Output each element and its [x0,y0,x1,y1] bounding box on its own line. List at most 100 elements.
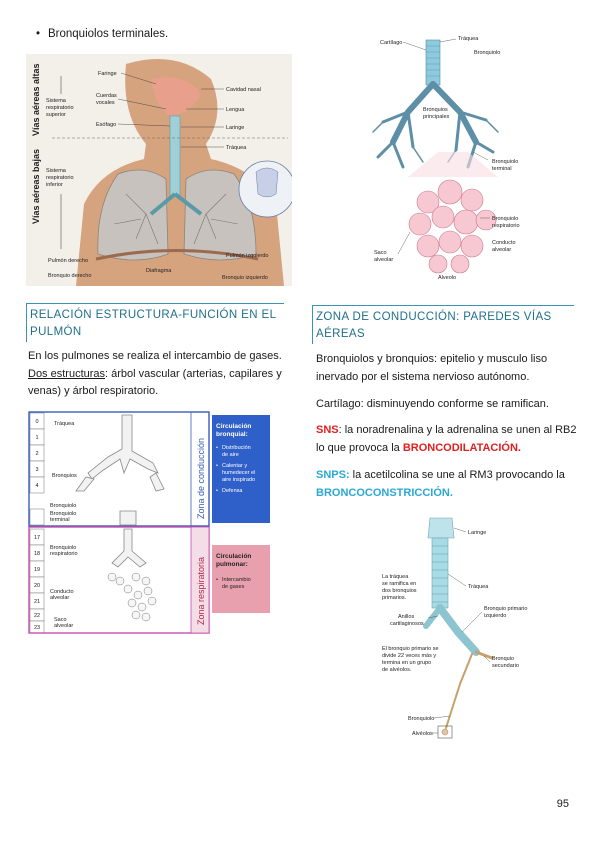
svg-text:Calentar y: Calentar y [222,463,247,469]
snps-paragraph: SNPS: la acetilcolina se une al RM3 prov… [316,469,565,499]
bronchial-tree-figure: Cartílago Tráquea Bronquiolo Bronquios p… [368,32,536,282]
svg-text:Faringe: Faringe [98,71,117,77]
level-number: 18 [34,551,40,557]
svg-text:Sistema: Sistema [46,98,67,104]
svg-text:•: • [216,463,218,469]
zona-respiratoria-label: Zona respiratoria [196,557,206,625]
level-number: 19 [34,567,40,573]
svg-text:Distribución: Distribución [222,445,251,451]
svg-text:respiratorio: respiratorio [492,223,520,229]
svg-text:respiratorio: respiratorio [46,175,74,181]
structure-paragraph: En los pulmones se realiza el intercambi… [28,350,282,398]
svg-text:Bronquio primario: Bronquio primario [484,606,527,612]
svg-text:Bronquiolo: Bronquiolo [474,50,500,56]
level-box [29,508,45,526]
bullet-item: Bronquiolos terminales. [36,28,168,40]
svg-text:Lengua: Lengua [226,107,245,113]
svg-text:pulmonar:: pulmonar: [216,561,248,568]
svg-text:Laringe: Laringe [226,125,244,131]
svg-text:Bronquiolo: Bronquiolo [50,511,76,517]
svg-text:•: • [216,488,218,494]
broncoconstriccion-term: BRONCOCONSTRICCIÓN. [316,486,453,499]
svg-text:Saco: Saco [374,250,387,256]
svg-text:bronquial:: bronquial: [216,431,248,438]
side-label-top: Vías aéreas altas [31,63,41,136]
svg-text:Esófago: Esófago [96,122,116,128]
svg-text:Bronquio derecho: Bronquio derecho [48,273,91,279]
sns-label: SNS [316,424,339,436]
svg-text:El bronquio primario se: El bronquio primario se [382,646,439,652]
svg-text:Bronquiolo: Bronquiolo [50,545,76,551]
svg-text:inferior: inferior [46,182,63,188]
svg-text:alveolar: alveolar [492,247,511,253]
svg-text:Pulmón izquierdo: Pulmón izquierdo [226,253,269,259]
svg-text:Saco: Saco [54,617,67,623]
svg-text:Laringe: Laringe [468,530,486,536]
svg-text:principales: principales [423,114,450,120]
section-heading-conduction-zone: ZONA DE CONDUCCIÓN: PAREDES VÍAS AÉREAS [312,305,574,344]
svg-text:alveolar: alveolar [50,595,69,601]
trachea-bronchi-figure: Laringe Tráquea La tráquea se ramifica e… [380,514,532,744]
svg-text:primarios.: primarios. [382,595,407,601]
side-label-bottom: Vías aéreas bajas [31,149,41,224]
level-number: 1 [35,435,38,441]
svg-text:izquierdo: izquierdo [484,613,506,619]
svg-text:Bronquio: Bronquio [492,656,514,662]
svg-text:de alvéolos.: de alvéolos. [382,667,412,673]
svg-text:cartilaginosos: cartilaginosos [390,621,424,627]
svg-text:•: • [216,445,218,451]
svg-text:divide 22 veces más y: divide 22 veces más y [382,653,436,659]
snps-label: SNPS: [316,469,350,481]
svg-text:Tráquea: Tráquea [226,145,247,151]
svg-text:Diafragma: Diafragma [146,268,172,274]
section-heading-structure-function: RELACIÓN ESTRUCTURA-FUNCIÓN EN EL PULMÓN [26,303,284,342]
svg-text:Tráquea: Tráquea [458,36,479,42]
svg-text:Pulmón derecho: Pulmón derecho [48,258,88,264]
svg-text:terminal: terminal [50,517,70,523]
svg-text:Alveolo: Alveolo [438,275,456,281]
svg-text:Bronquios: Bronquios [52,473,77,479]
svg-text:de gases: de gases [222,584,245,590]
svg-text:respiratorio: respiratorio [46,105,74,111]
sns-paragraph: SNS: la noradrenalina y la adrenalina se… [316,424,577,454]
svg-text:superior: superior [46,112,66,118]
svg-text:termina en un grupo: termina en un grupo [382,660,431,666]
page-number: 95 [556,798,569,810]
svg-text:Cavidad nasal: Cavidad nasal [226,87,261,93]
svg-text:alveolar: alveolar [374,257,393,263]
svg-text:Conducto: Conducto [492,240,516,246]
svg-text:La tráquea: La tráquea [382,574,409,580]
level-number: 17 [34,535,40,541]
svg-text:de aire: de aire [222,452,239,458]
level-number: 21 [34,599,40,605]
svg-text:dos bronquios: dos bronquios [382,588,417,594]
svg-text:secundario: secundario [492,663,519,669]
airway-walls-paragraph: Bronquiolos y bronquios: epitelio y musc… [316,353,548,383]
svg-text:Cuerdas: Cuerdas [96,93,117,99]
svg-text:aire inspirado: aire inspirado [222,477,255,483]
level-number: 22 [34,613,40,619]
svg-text:Bronquiolo: Bronquiolo [408,716,434,722]
level-number: 0 [35,419,38,425]
zona-conduccion-label: Zona de conducción [196,438,206,519]
svg-text:vocales: vocales [96,100,115,106]
svg-text:Tráquea: Tráquea [54,421,75,427]
svg-text:Circulación: Circulación [216,553,251,560]
svg-text:humedecer el: humedecer el [222,470,255,476]
svg-text:Bronquio izquierdo: Bronquio izquierdo [222,275,268,281]
svg-text:Defensa: Defensa [222,488,243,494]
level-number: 2 [35,451,38,457]
svg-text:•: • [216,577,218,583]
respiratory-system-figure: Vías aéreas altas Vías aéreas bajas Sist… [26,54,292,286]
svg-text:Anillos: Anillos [398,614,414,620]
svg-text:Sistema: Sistema [46,168,67,174]
svg-text:alveolar: alveolar [54,623,73,629]
level-number: 3 [35,467,38,473]
svg-text:Bronquiolo: Bronquiolo [50,503,76,509]
svg-text:Bronquios: Bronquios [423,107,448,113]
svg-text:Circulación: Circulación [216,423,251,430]
svg-text:respiratorio: respiratorio [50,551,78,557]
svg-text:Conducto: Conducto [50,589,74,595]
